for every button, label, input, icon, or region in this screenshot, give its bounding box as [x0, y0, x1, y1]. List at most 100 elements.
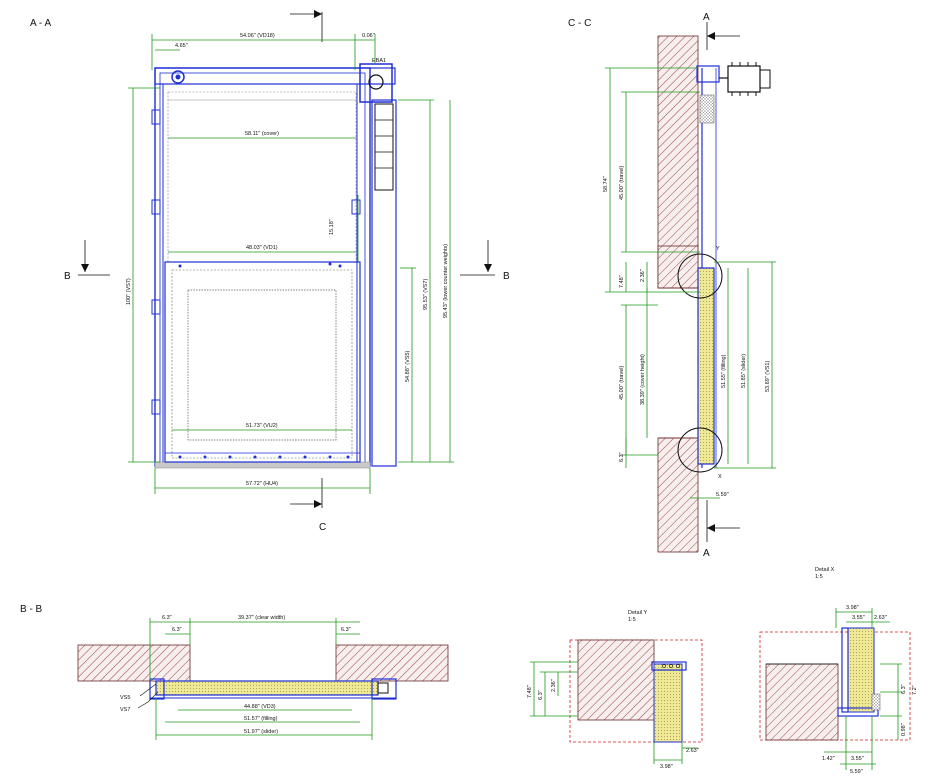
detail-x-title: Detail X [815, 567, 835, 573]
detail-y-screw-1 [662, 664, 666, 668]
dim-top-right: 0.06" [362, 33, 375, 39]
cc-top-box [696, 65, 720, 83]
bb-dim-d2: 6.3" [172, 627, 182, 633]
detail-x-dim-b: 3.55" [852, 615, 865, 621]
cc-dim-d1: 7.48" [619, 275, 625, 288]
cut-a-bottom-arrow [707, 524, 715, 532]
cut-c-bottom-arrow [314, 500, 322, 508]
detail-y-screw-2 [669, 664, 673, 668]
dim-vs7-b: 95.53" (VS7) [423, 279, 429, 310]
detail-y-dim-c: 2.36" [551, 679, 557, 692]
dim-top-small: 4.65" [175, 43, 188, 49]
dim-cover: 58.11" (cover) [245, 131, 279, 137]
marker-a-top: A [703, 12, 710, 23]
door-leaf [164, 261, 361, 463]
bb-cw-icon [377, 682, 389, 694]
vs5-leader [139, 683, 157, 697]
cut-b-left-arrow [81, 264, 89, 272]
dim-top-width: 54.06" (VD18) [240, 33, 275, 39]
detail-x-dim-c: 2.63" [874, 615, 887, 621]
cc-motor-cap [759, 69, 771, 89]
upper-panel [167, 91, 357, 263]
cc-dim-d2: 2.36" [640, 269, 646, 282]
cc-dim-vs1: 53.69" (VS1) [765, 361, 771, 392]
bb-dim-slider: 51.97" (slider) [244, 729, 278, 735]
dim-right-small: 15.18" [329, 219, 335, 235]
bb-dim-clear: 39.37" (clear width) [238, 615, 285, 621]
detail-y-profile [651, 661, 687, 671]
cc-dim-bottom: 5.59" [716, 492, 729, 498]
detail-x-wall [765, 663, 839, 741]
rail-clip-left-bot [151, 399, 161, 415]
top-beam [154, 67, 396, 85]
detail-y-dim-b: 6.3" [538, 690, 544, 700]
motor-box [359, 63, 393, 103]
detail-y-dim-d: 2.63" [686, 748, 699, 754]
bolt-row [178, 262, 350, 459]
door-panel [171, 269, 353, 459]
detail-x-dim-g: 1.42" [822, 756, 835, 762]
rail-clip-left-top [151, 109, 161, 125]
rail-clip-left-mid [151, 299, 161, 315]
vs5-label: VS5 [120, 695, 130, 701]
shaft-hub-icon [175, 74, 181, 80]
detail-y-screw-3 [676, 664, 680, 668]
detail-y-wall [577, 639, 655, 721]
bb-left-guide [149, 678, 165, 700]
bb-wall-right [335, 644, 449, 682]
section-cc-title: C - C [568, 18, 591, 29]
cc-dim-travel-bottom: 45.00" (travel) [619, 365, 625, 400]
cut-a-top-arrow [707, 32, 715, 40]
dim-vu2: 51.73" (VU2) [246, 423, 278, 429]
motor-icon [368, 74, 384, 90]
cc-dim-travel-top: 45.00" (travel) [619, 165, 625, 200]
bb-dim-d1: 6.3" [162, 615, 172, 621]
marker-a-bottom: A [703, 548, 710, 559]
detail-x-dim-i: 5.59" [850, 769, 863, 775]
dim-vd1: 48.03" (VD1) [246, 245, 278, 251]
section-bb: B - B VS5 VS7 6.3" 6.3" 39.37" [20, 604, 449, 740]
section-bb-title: B - B [20, 604, 43, 615]
detail-y-circle [677, 253, 723, 299]
detail-x-seal [871, 693, 881, 711]
detail-x-rail [841, 627, 849, 713]
detail-x-circle [677, 427, 723, 473]
bb-dim-d3: 6.3" [341, 627, 351, 633]
detail-y: Detail Y 1:5 7.48" 6.3" 2.36" 2.63" 3.98… [527, 610, 703, 770]
counterweight-column [371, 99, 397, 467]
dim-vs5: 54.88" (VS5) [405, 351, 411, 382]
bb-right-guide [371, 678, 397, 700]
cc-dim-filling: 51.55" (filling) [721, 354, 727, 388]
detail-x-dimension-lines [824, 608, 902, 770]
dim-vs7: 100" (VS7) [126, 278, 132, 305]
detail-y-scale: 1:5 [628, 617, 636, 623]
wall-lower [657, 437, 699, 553]
bb-dim-vd3: 44.88" (VD3) [244, 704, 276, 710]
marker-b-right: B [503, 271, 510, 282]
counterweight [374, 103, 394, 191]
wall-lintel [657, 245, 699, 289]
detail-y-dim-a: 7.48" [527, 685, 533, 698]
section-cc: C - C Y X A A [568, 12, 776, 559]
bb-dim-filling: 51.57" (filling) [244, 716, 278, 722]
marker-c: C [319, 522, 326, 533]
detail-x-leaf [847, 627, 875, 713]
dim-hu4: 57.72" (HU4) [246, 481, 278, 487]
door-window [187, 289, 337, 441]
section-aa-title: A - A [30, 18, 51, 29]
detail-x-dim-d: 6.3" [901, 684, 907, 694]
vs7-label: VS7 [120, 707, 130, 713]
detail-x-dim-f: 0.98" [901, 723, 907, 736]
cc-dim-total: 58.74" [603, 176, 609, 192]
dim-counterweight: 95.43" (lower counter weights) [443, 244, 449, 318]
detail-x: Detail X 1:5 3.98" 3.55" 2.63" [759, 567, 918, 775]
detail-y-leaf [653, 663, 683, 743]
cc-dimension-lines [605, 67, 776, 499]
bb-door-leaf [155, 680, 379, 696]
eba1-label: EBA1 [372, 58, 386, 64]
cut-b-right-arrow [484, 264, 492, 272]
vs7-leader [137, 691, 159, 709]
detail-x-bottom-profile [837, 707, 879, 717]
cc-motor-icon [727, 65, 761, 93]
